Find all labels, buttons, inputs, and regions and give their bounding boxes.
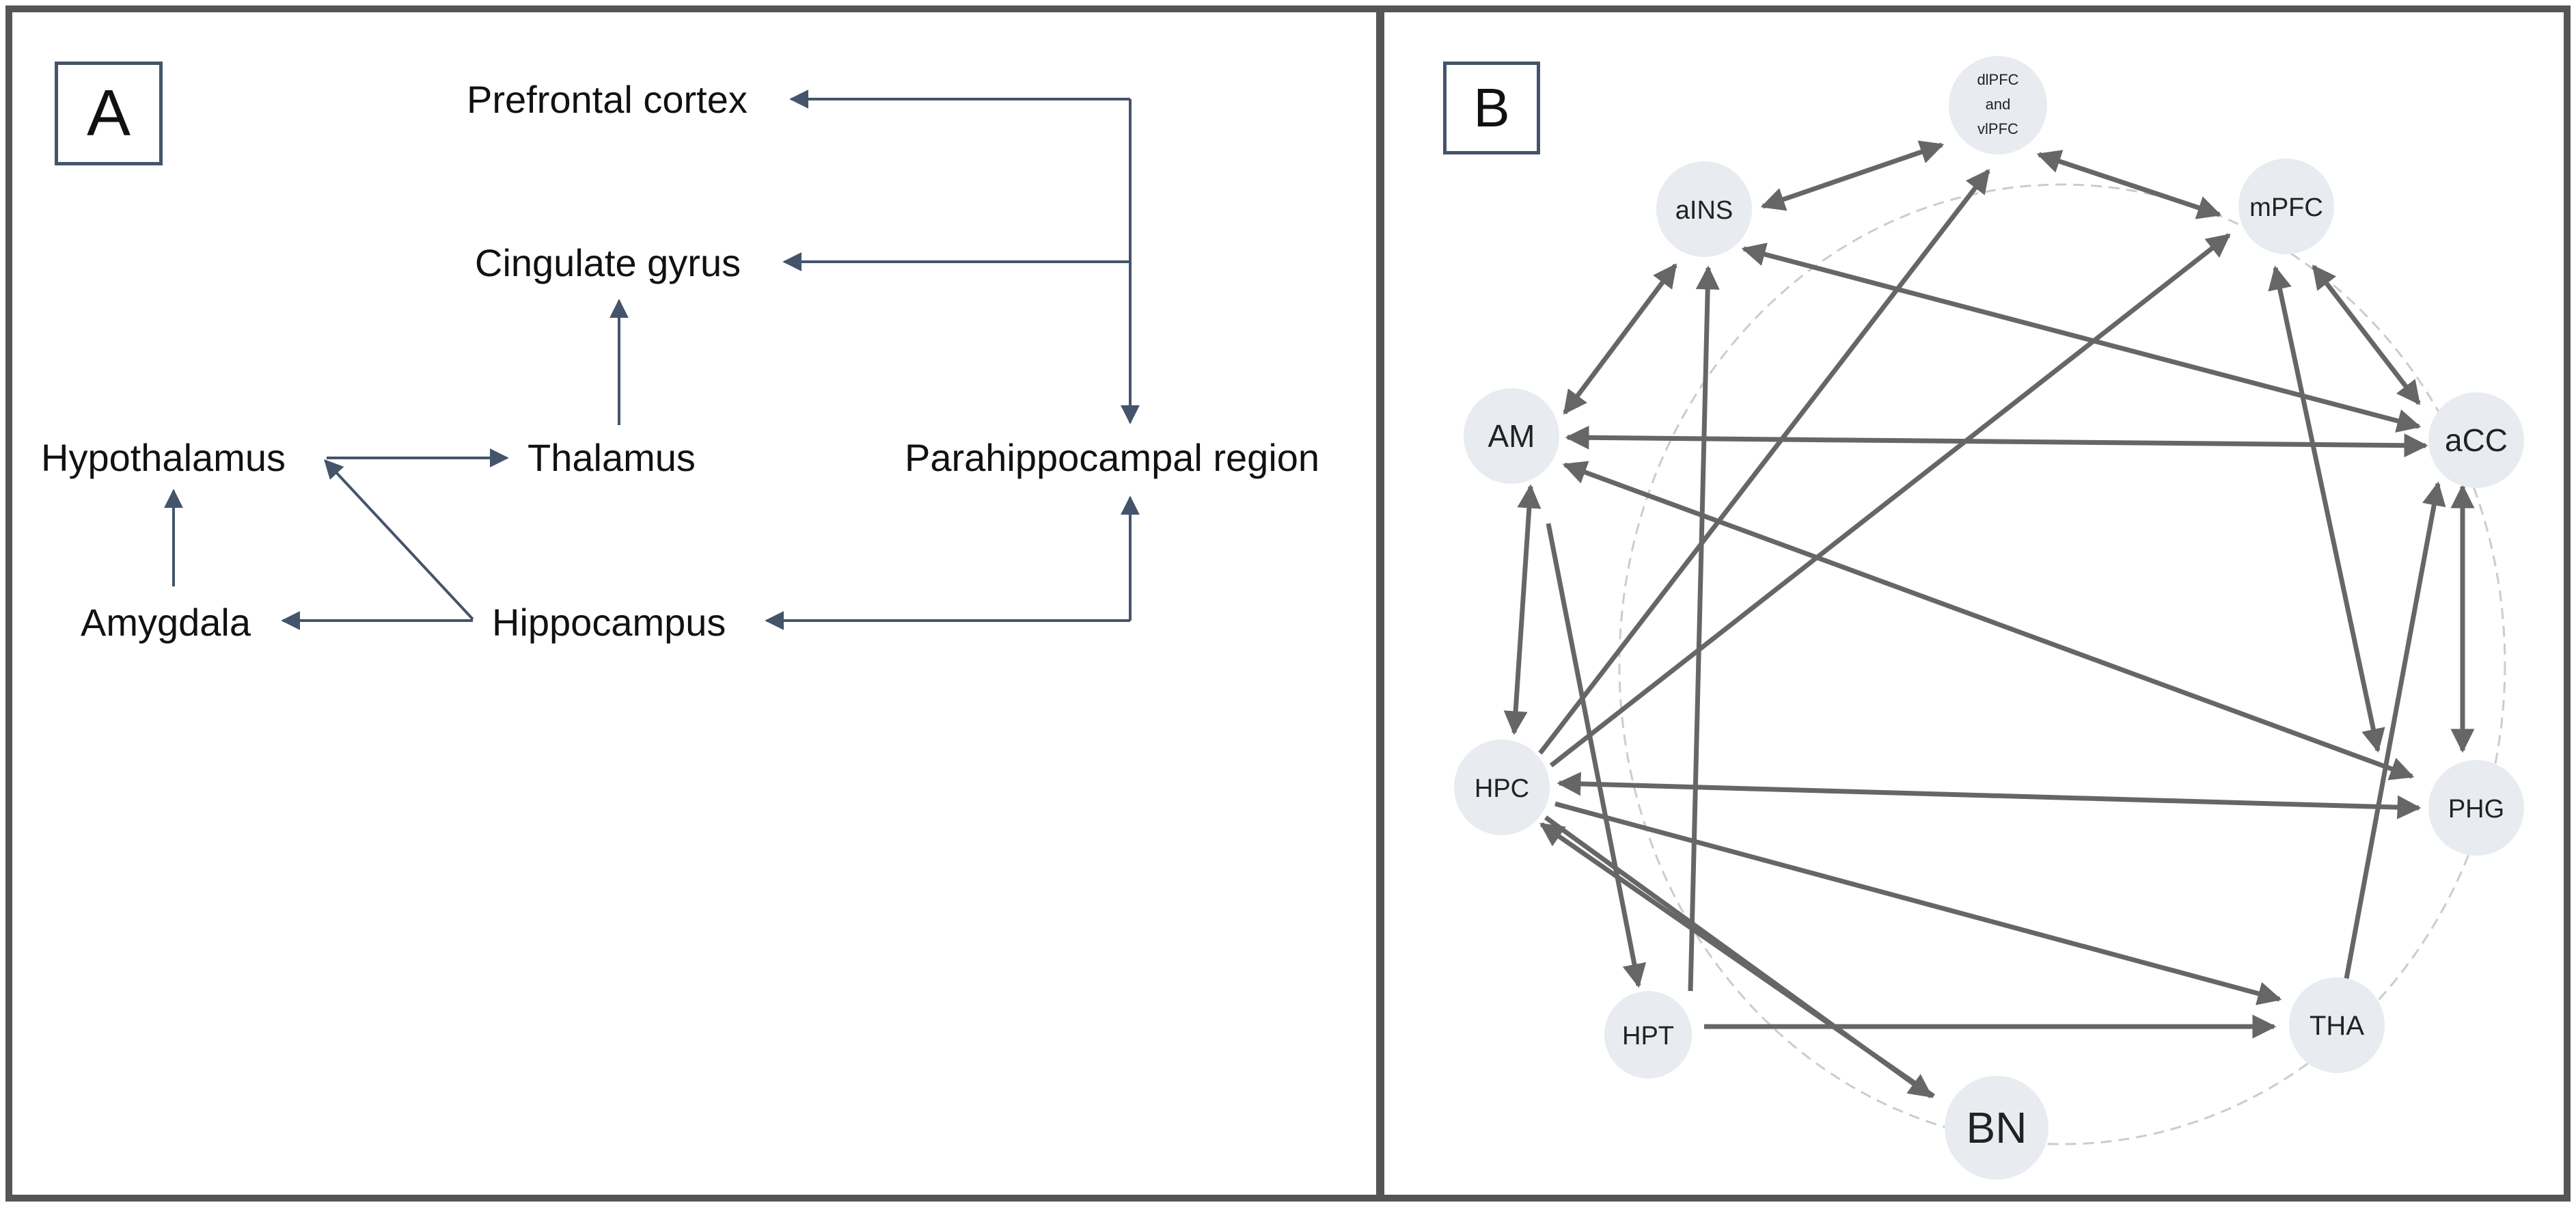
node-parahippocampal-region: Parahippocampal region — [905, 436, 1320, 479]
svg-text:mPFC: mPFC — [2249, 193, 2323, 222]
edge-mpfc-acc — [2312, 265, 2421, 405]
node-hpt: HPT — [1604, 991, 1692, 1079]
node-dlpfc: dlPFC and vlPFC — [1949, 56, 2047, 154]
edge-hpc-tha — [1554, 801, 2282, 1005]
edge-ains-dlpfc — [1760, 140, 1945, 211]
svg-text:vlPFC: vlPFC — [1977, 120, 2018, 137]
node-prefrontal-cortex: Prefrontal cortex — [467, 78, 748, 121]
node-hypothalamus: Hypothalamus — [41, 436, 286, 479]
edge-hippocampus-hypothalamus — [324, 459, 474, 621]
edge-am-hpc — [1503, 484, 1542, 735]
svg-text:THA: THA — [2310, 1011, 2364, 1041]
node-amygdala: Amygdala — [81, 601, 251, 644]
node-hippocampus: Hippocampus — [492, 601, 726, 644]
edge-hpc-dlpfc — [1538, 169, 1990, 755]
edge-mpfc-phg — [2268, 265, 2385, 753]
node-hpc: HPC — [1454, 740, 1550, 835]
svg-text:HPC: HPC — [1475, 774, 1529, 803]
svg-text:PHG: PHG — [2448, 795, 2504, 824]
node-tha: THA — [2289, 977, 2385, 1073]
edge-hpc-bn — [1544, 815, 1933, 1098]
edge-hpt-ains — [1688, 265, 1720, 992]
node-ains: aINS — [1656, 161, 1752, 257]
edge-am-acc — [1565, 425, 2428, 458]
edge-hpc-mpfc — [1549, 233, 2231, 768]
edge-am-phg — [1562, 461, 2415, 781]
panel-b — [1378, 5, 2571, 1202]
svg-text:HPT: HPT — [1622, 1022, 1674, 1050]
node-acc: aCC — [2428, 392, 2524, 488]
edge-hpc-phg — [1557, 772, 2422, 819]
node-thalamus: Thalamus — [527, 436, 696, 479]
svg-text:BN: BN — [1967, 1103, 2027, 1152]
svg-text:and: and — [1986, 96, 2011, 113]
node-cingulate-gyrus: Cingulate gyrus — [475, 241, 741, 284]
edge-tha-acc — [2344, 481, 2446, 979]
edge-am-hpt — [1546, 523, 1647, 988]
panel-a-edges — [164, 90, 1140, 630]
edge-ains-am — [1563, 263, 1677, 415]
node-bn: BN — [1945, 1076, 2049, 1180]
panel-b-label: B — [1443, 62, 1540, 154]
svg-text:dlPFC: dlPFC — [1977, 71, 2018, 88]
edge-dlpfc-mpfc — [2036, 150, 2222, 219]
svg-text:AM: AM — [1488, 418, 1535, 454]
panel-a-label: A — [55, 62, 163, 165]
svg-text:aINS: aINS — [1675, 196, 1733, 225]
node-am: AM — [1464, 388, 1559, 484]
node-phg: PHG — [2428, 760, 2524, 856]
svg-text:aCC: aCC — [2445, 422, 2508, 458]
node-mpfc: mPFC — [2238, 159, 2334, 254]
